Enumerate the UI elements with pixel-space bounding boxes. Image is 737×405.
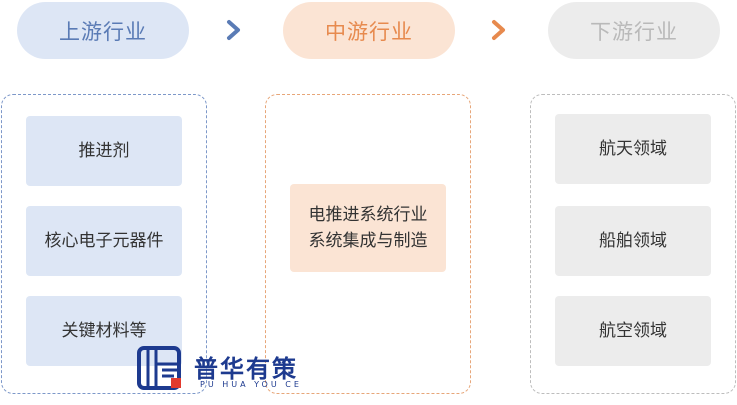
upstream-group <box>1 94 207 394</box>
downstream-item-card: 航天领域 <box>555 114 711 184</box>
downstream-item-card: 航空领域 <box>555 296 711 366</box>
chevron-right-icon <box>227 20 240 40</box>
midstream-item-card: 电推进系统行业 系统集成与制造 <box>290 184 446 272</box>
midstream-group <box>265 94 471 394</box>
upstream-item-card: 推进剂 <box>26 116 182 186</box>
downstream-group <box>530 94 736 394</box>
upstream-item-card: 核心电子元器件 <box>26 206 182 276</box>
downstream-stage-pill: 下游行业 <box>548 2 720 59</box>
downstream-item-card: 船舶领域 <box>555 206 711 276</box>
upstream-stage-pill: 上游行业 <box>17 2 189 59</box>
chevron-right-icon <box>492 20 505 40</box>
logo-mark-icon <box>137 346 181 390</box>
watermark-logo: 普华有策 PU HUA YOU CE <box>136 344 322 396</box>
logo-name-cn: 普华有策 <box>194 355 298 383</box>
logo-name-en: PU HUA YOU CE <box>200 380 302 389</box>
midstream-stage-pill: 中游行业 <box>283 2 455 59</box>
upstream-item-card: 关键材料等 <box>26 296 182 366</box>
